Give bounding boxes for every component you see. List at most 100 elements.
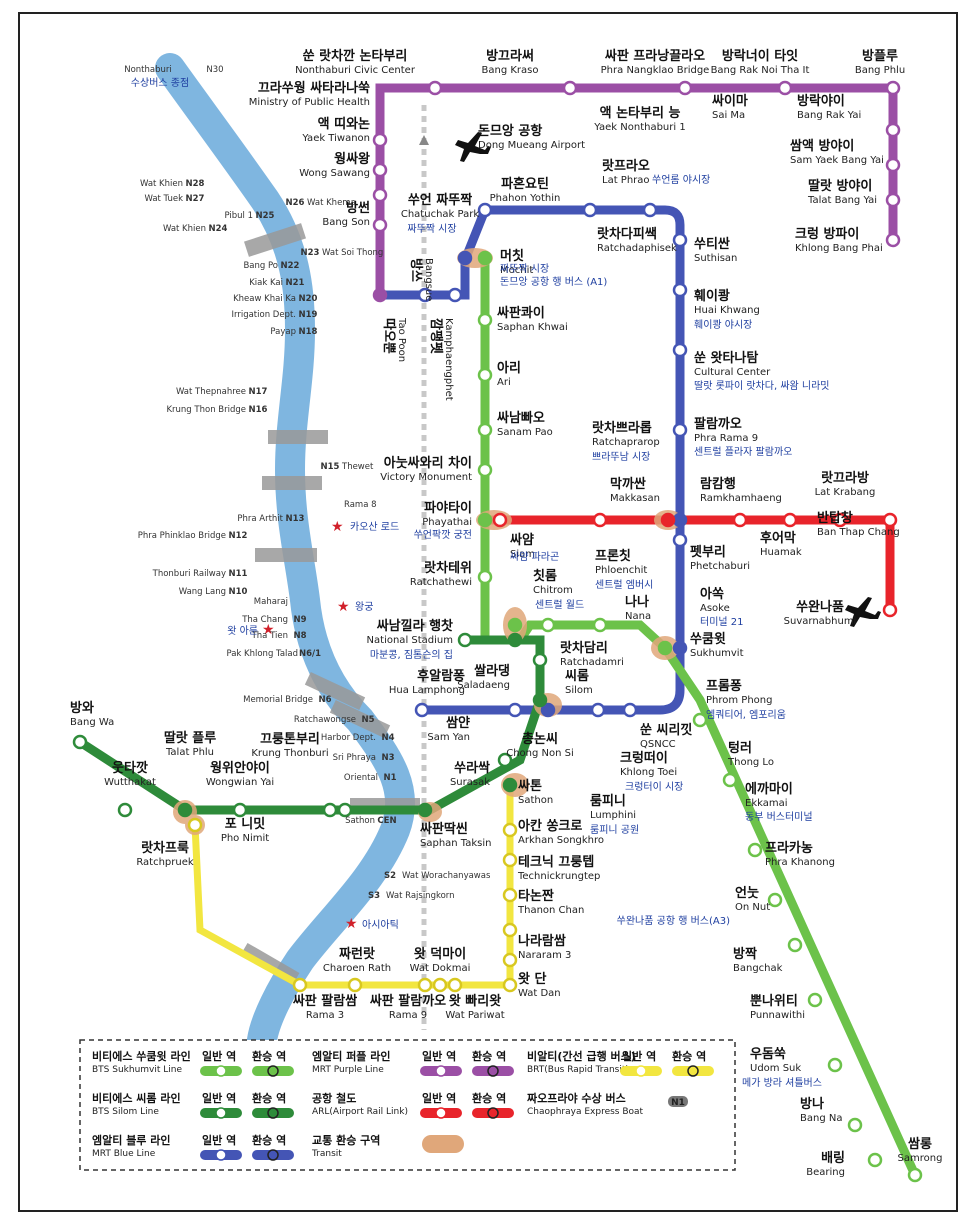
station-note: 짜뚜짝 시장: [407, 223, 456, 235]
station-marker[interactable]: [672, 532, 688, 548]
station-marker[interactable]: [807, 992, 823, 1008]
station-marker[interactable]: [447, 977, 463, 993]
station-marker[interactable]: [722, 772, 738, 788]
station-marker[interactable]: [677, 80, 693, 96]
station-marker[interactable]: [347, 977, 363, 993]
station-marker[interactable]: [502, 777, 518, 793]
station-marker[interactable]: [372, 132, 388, 148]
station-marker[interactable]: [540, 702, 556, 718]
station-marker[interactable]: [477, 367, 493, 383]
station-marker[interactable]: [477, 202, 493, 218]
station-marker[interactable]: [692, 712, 708, 728]
station-marker[interactable]: [562, 80, 578, 96]
station-marker[interactable]: [432, 977, 448, 993]
station-marker[interactable]: [590, 702, 606, 718]
station-name-en: Phra Khanong: [765, 857, 835, 868]
station-marker[interactable]: [827, 1057, 843, 1073]
station-marker[interactable]: [540, 617, 556, 633]
station-marker[interactable]: [672, 342, 688, 358]
station-marker[interactable]: [885, 232, 901, 248]
station-marker[interactable]: [177, 802, 193, 818]
station-marker[interactable]: [622, 702, 638, 718]
legend-station-marker: [215, 1149, 227, 1161]
station-marker[interactable]: [117, 802, 133, 818]
station-marker[interactable]: [532, 692, 548, 708]
station-name-ko: 방와: [70, 700, 94, 716]
station-marker[interactable]: [672, 282, 688, 298]
station-marker[interactable]: [885, 122, 901, 138]
station-marker[interactable]: [882, 512, 898, 528]
station-marker[interactable]: [502, 822, 518, 838]
station-marker[interactable]: [660, 512, 676, 528]
station-marker[interactable]: [417, 287, 433, 303]
station-marker[interactable]: [477, 512, 493, 528]
station-marker[interactable]: [507, 632, 523, 648]
station-marker[interactable]: [502, 922, 518, 938]
station-marker[interactable]: [372, 287, 388, 303]
station-marker[interactable]: [497, 752, 513, 768]
station-marker[interactable]: [187, 817, 203, 833]
station-marker[interactable]: [582, 202, 598, 218]
station-marker[interactable]: [672, 640, 688, 656]
station-marker[interactable]: [882, 602, 898, 618]
station-marker[interactable]: [657, 640, 673, 656]
station-marker[interactable]: [477, 462, 493, 478]
pier-name: Ratchawongse: [294, 715, 356, 725]
station-marker[interactable]: [372, 217, 388, 233]
station-marker[interactable]: [232, 802, 248, 818]
station-name-ko: 방락야이: [797, 93, 845, 109]
station-marker[interactable]: [417, 802, 433, 818]
station-marker[interactable]: [885, 157, 901, 173]
station-note: 쑤완나품 공항 행 버스(A3): [617, 915, 730, 927]
station-marker[interactable]: [457, 632, 473, 648]
station-marker[interactable]: [477, 250, 493, 266]
station-marker[interactable]: [492, 512, 508, 528]
station-marker[interactable]: [477, 569, 493, 585]
station-name-en: Mochit: [500, 265, 533, 276]
station-marker[interactable]: [447, 287, 463, 303]
station-marker[interactable]: [417, 977, 433, 993]
station-marker[interactable]: [477, 312, 493, 328]
station-marker[interactable]: [507, 617, 523, 633]
station-marker[interactable]: [457, 250, 473, 266]
station-marker[interactable]: [322, 802, 338, 818]
station-marker[interactable]: [507, 702, 523, 718]
station-marker[interactable]: [292, 977, 308, 993]
station-marker[interactable]: [502, 952, 518, 968]
station-marker[interactable]: [672, 422, 688, 438]
station-marker[interactable]: [72, 734, 88, 750]
station-marker[interactable]: [847, 1117, 863, 1133]
station-marker[interactable]: [414, 702, 430, 718]
station-name-ko: 타논짠: [518, 888, 554, 904]
station-marker[interactable]: [732, 512, 748, 528]
station-marker[interactable]: [907, 1167, 923, 1183]
station-marker[interactable]: [832, 512, 848, 528]
station-marker[interactable]: [885, 192, 901, 208]
station-marker[interactable]: [502, 977, 518, 993]
station-marker[interactable]: [782, 512, 798, 528]
pier-code: N22: [281, 261, 300, 271]
station-marker[interactable]: [777, 80, 793, 96]
station-marker[interactable]: [885, 80, 901, 96]
station-marker[interactable]: [747, 842, 763, 858]
station-marker[interactable]: [502, 887, 518, 903]
station-name-en: Bang Rak Yai: [797, 110, 861, 121]
station-marker[interactable]: [502, 852, 518, 868]
station-marker[interactable]: [372, 162, 388, 178]
station-marker[interactable]: [642, 202, 658, 218]
legend-normal-label: 일반 역: [202, 1091, 236, 1105]
station-marker[interactable]: [477, 422, 493, 438]
station-marker[interactable]: [787, 937, 803, 953]
station-marker[interactable]: [767, 892, 783, 908]
station-name-en: Chong Non Si: [506, 748, 574, 759]
station-marker[interactable]: [427, 80, 443, 96]
station-marker[interactable]: [592, 512, 608, 528]
station-marker[interactable]: [592, 617, 608, 633]
station-marker[interactable]: [672, 512, 688, 528]
station-marker[interactable]: [532, 652, 548, 668]
station-marker[interactable]: [337, 802, 353, 818]
station-marker[interactable]: [867, 1152, 883, 1168]
station-marker[interactable]: [372, 187, 388, 203]
station-marker[interactable]: [672, 232, 688, 248]
